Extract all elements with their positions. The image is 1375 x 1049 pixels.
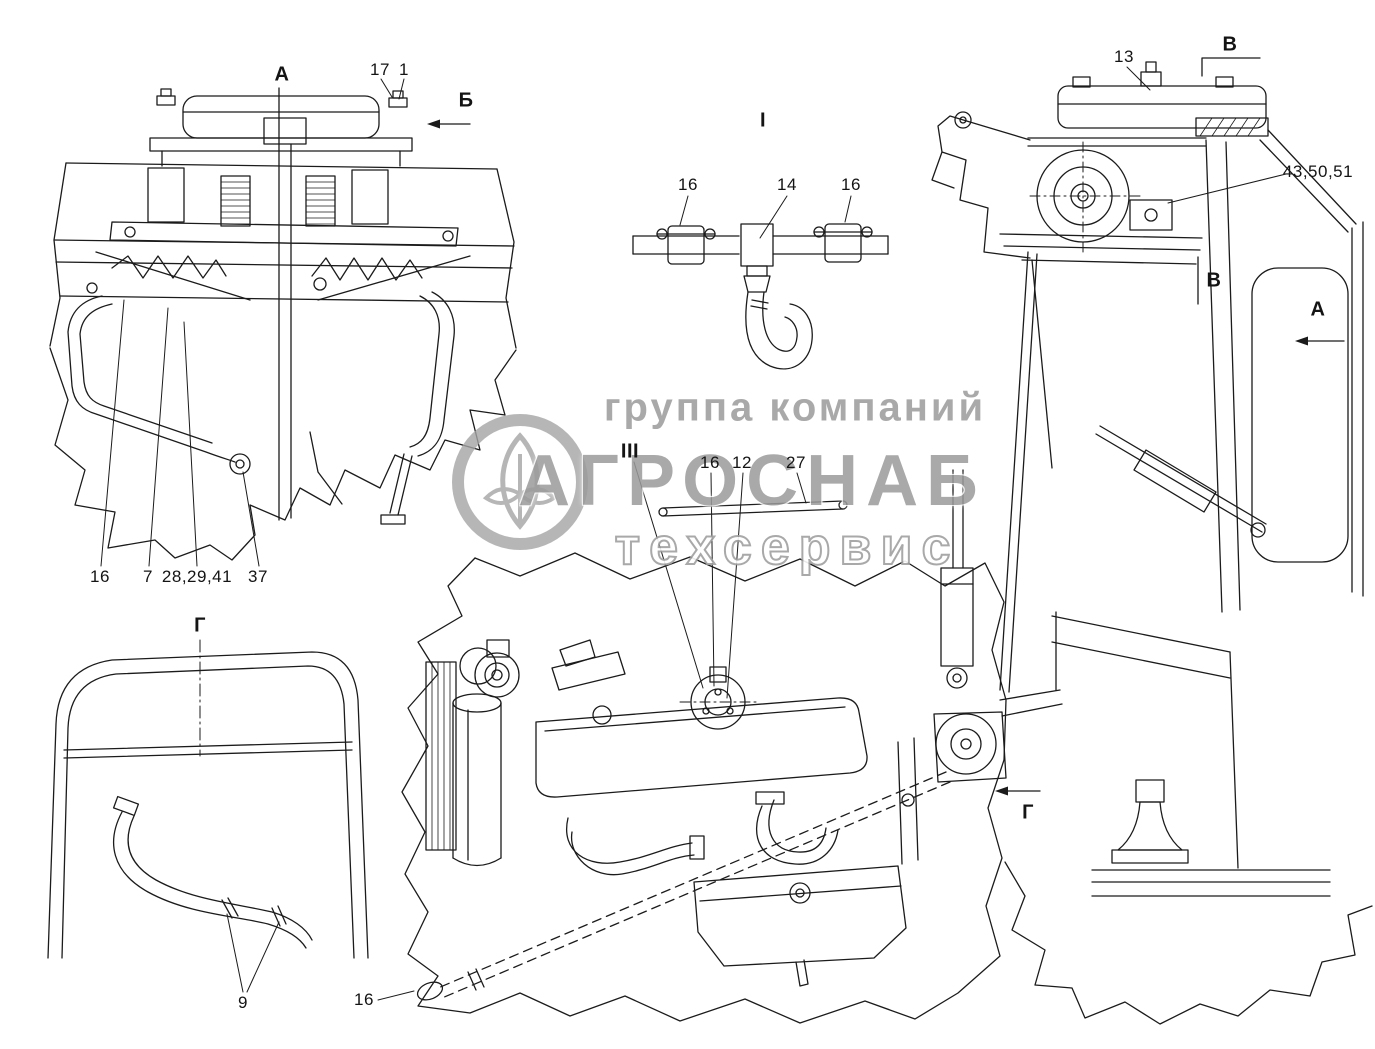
front-view-drawing	[49, 87, 517, 561]
side-view-drawing	[931, 61, 1373, 1025]
rear-frame-view-drawing	[47, 639, 369, 959]
view-label-v-upper: В	[1222, 33, 1238, 56]
detail-label-iii: III	[620, 440, 640, 463]
view-label-a-left: А	[274, 63, 290, 86]
callout-part-9: 9	[238, 993, 248, 1012]
callout-parts-28-29-41: 28,29,41	[161, 567, 233, 586]
callout-part-16-bottom: 16	[354, 990, 374, 1009]
callout-part-27: 27	[786, 453, 806, 472]
callout-part-37: 37	[248, 567, 268, 586]
view-label-g-right: Г	[1022, 801, 1034, 824]
detail-label-i: I	[759, 109, 767, 132]
callout-part-17: 17	[370, 60, 390, 79]
callout-part-1: 1	[399, 60, 409, 79]
detail-i-drawing	[632, 223, 889, 370]
view-direction-arrows	[427, 57, 1345, 796]
callout-parts-43-50-51: 43,50,51	[1282, 162, 1354, 181]
view-label-g-left: Г	[194, 614, 206, 637]
callout-part-16-engine: 16	[700, 453, 720, 472]
callout-part-12: 12	[732, 453, 752, 472]
view-label-v-lower: В	[1206, 269, 1222, 292]
callout-part-16-left: 16	[90, 567, 110, 586]
engine-bottom-view-drawing	[401, 500, 1007, 1024]
callout-part-16-detail-right: 16	[841, 175, 861, 194]
callout-part-13: 13	[1114, 47, 1134, 66]
callout-part-14: 14	[777, 175, 797, 194]
callout-part-7: 7	[143, 567, 153, 586]
callout-part-16-detail-left: 16	[678, 175, 698, 194]
view-label-b: Б	[458, 89, 474, 112]
leader-lines	[100, 66, 1287, 1001]
view-label-a-right: А	[1310, 298, 1326, 321]
